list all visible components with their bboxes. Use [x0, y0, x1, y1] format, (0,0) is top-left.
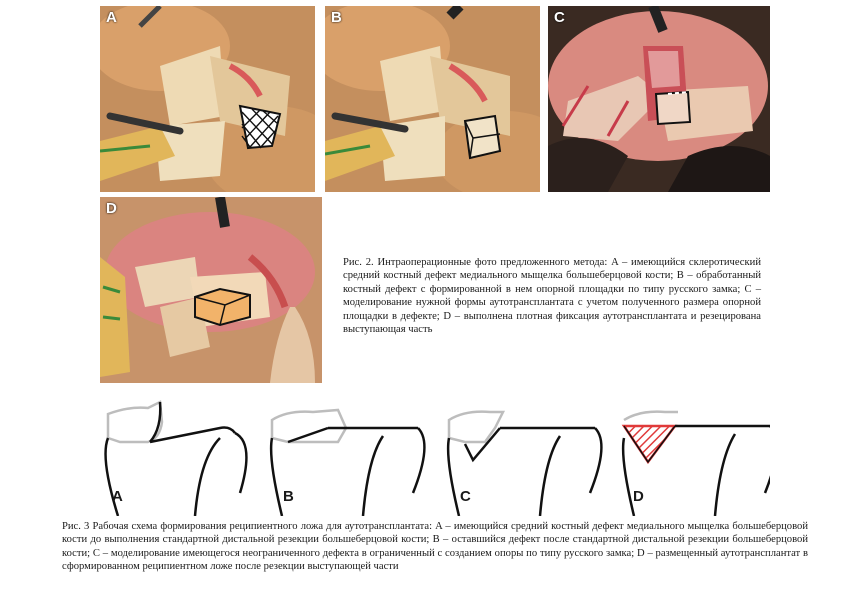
photo-b-illustration [325, 6, 540, 192]
figure3-schemes: A B C D [90, 398, 778, 517]
scheme-d-drawing [621, 410, 778, 517]
photo-panel-b: B [325, 6, 540, 192]
scheme-label-c: C [460, 488, 471, 505]
scheme-label-d: D [633, 488, 644, 505]
scheme-label-b: B [283, 488, 294, 505]
photo-label-b: B [331, 9, 342, 26]
photo-d-illustration [100, 197, 322, 383]
figure3-drawing [104, 400, 778, 517]
figure2-caption: Рис. 2. Интраоперационные фото предложен… [343, 257, 761, 336]
photo-c-illustration [548, 6, 770, 192]
scheme-a-drawing [104, 400, 248, 517]
photo-panel-d: D [100, 197, 322, 383]
scheme-b-drawing [269, 408, 426, 517]
photo-panel-c: C [548, 6, 770, 192]
figure3-caption: Рис. 3 Рабочая схема формирования реципи… [62, 521, 808, 573]
photo-label-c: C [554, 9, 565, 26]
scheme-label-a: A [112, 488, 123, 505]
photo-panel-a: A [100, 6, 315, 192]
photo-label-a: A [106, 9, 117, 26]
photo-label-d: D [106, 200, 117, 217]
scheme-c-drawing [446, 410, 603, 517]
photo-a-illustration [100, 6, 315, 192]
